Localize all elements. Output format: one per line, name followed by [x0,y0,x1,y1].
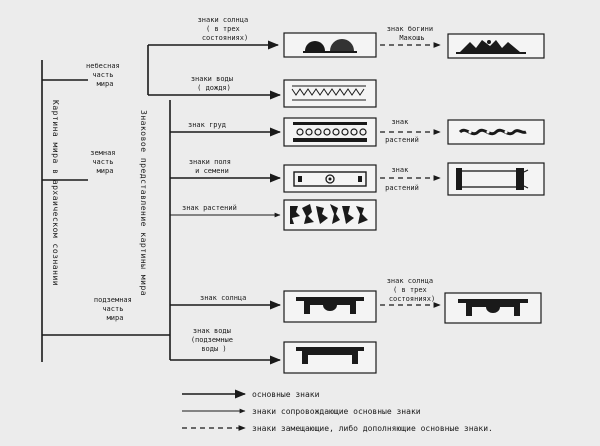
label-goddess: знак богини Макошь [387,25,438,42]
sign-box-plants [283,199,377,231]
sign-box-water-rain [283,79,377,108]
zone-under-label: подземная часть мира [94,296,136,322]
label-breast: знак груд [188,121,226,129]
sign-box-field-seed [283,164,377,193]
sign-box-sun-under [283,290,377,323]
label-sun-under: знак солнца [200,294,246,302]
label-water-rain: знаки воды ( дождя) [191,75,237,92]
legend-main-text: основные знаки [252,390,320,399]
zone-heaven-label: небесная часть мира [86,62,124,88]
sign-box-goddess [447,33,545,59]
label-sun-three: знаки солнца ( в трех состояниях) [198,16,253,42]
sign-box-plant-a [447,119,545,145]
legend: основные знаки знаки сопровождающие осно… [182,389,493,433]
sign-box-sun-under-three [444,292,542,324]
main-vertical-label: Картина мира в архаическом сознании [51,100,60,286]
label-water-under: знак воды (подземные воды ) [191,327,237,353]
sign-box-plant-b [447,162,545,196]
label-sun-under-three: знак солнца ( в трех состояниях) [387,277,438,303]
label-plants: знак растений [182,204,237,212]
legend-accompany-text: знаки сопровождающие основные знаки [252,407,421,416]
sign-box-water-under [283,341,377,374]
label-field-seed: знаки поля и семени [189,158,235,175]
zone-earth-label: земная часть мира [90,149,120,175]
label-plant-a: знак растений [385,118,419,144]
label-plant-b: знак растений [385,166,419,192]
secondary-vertical-label: Знаковое представление картины мира [139,110,148,296]
sign-box-breast [283,117,377,147]
legend-substitute-text: знаки замещающие, либо дополняющие основ… [252,423,493,433]
sign-box-sun-three [283,32,377,58]
